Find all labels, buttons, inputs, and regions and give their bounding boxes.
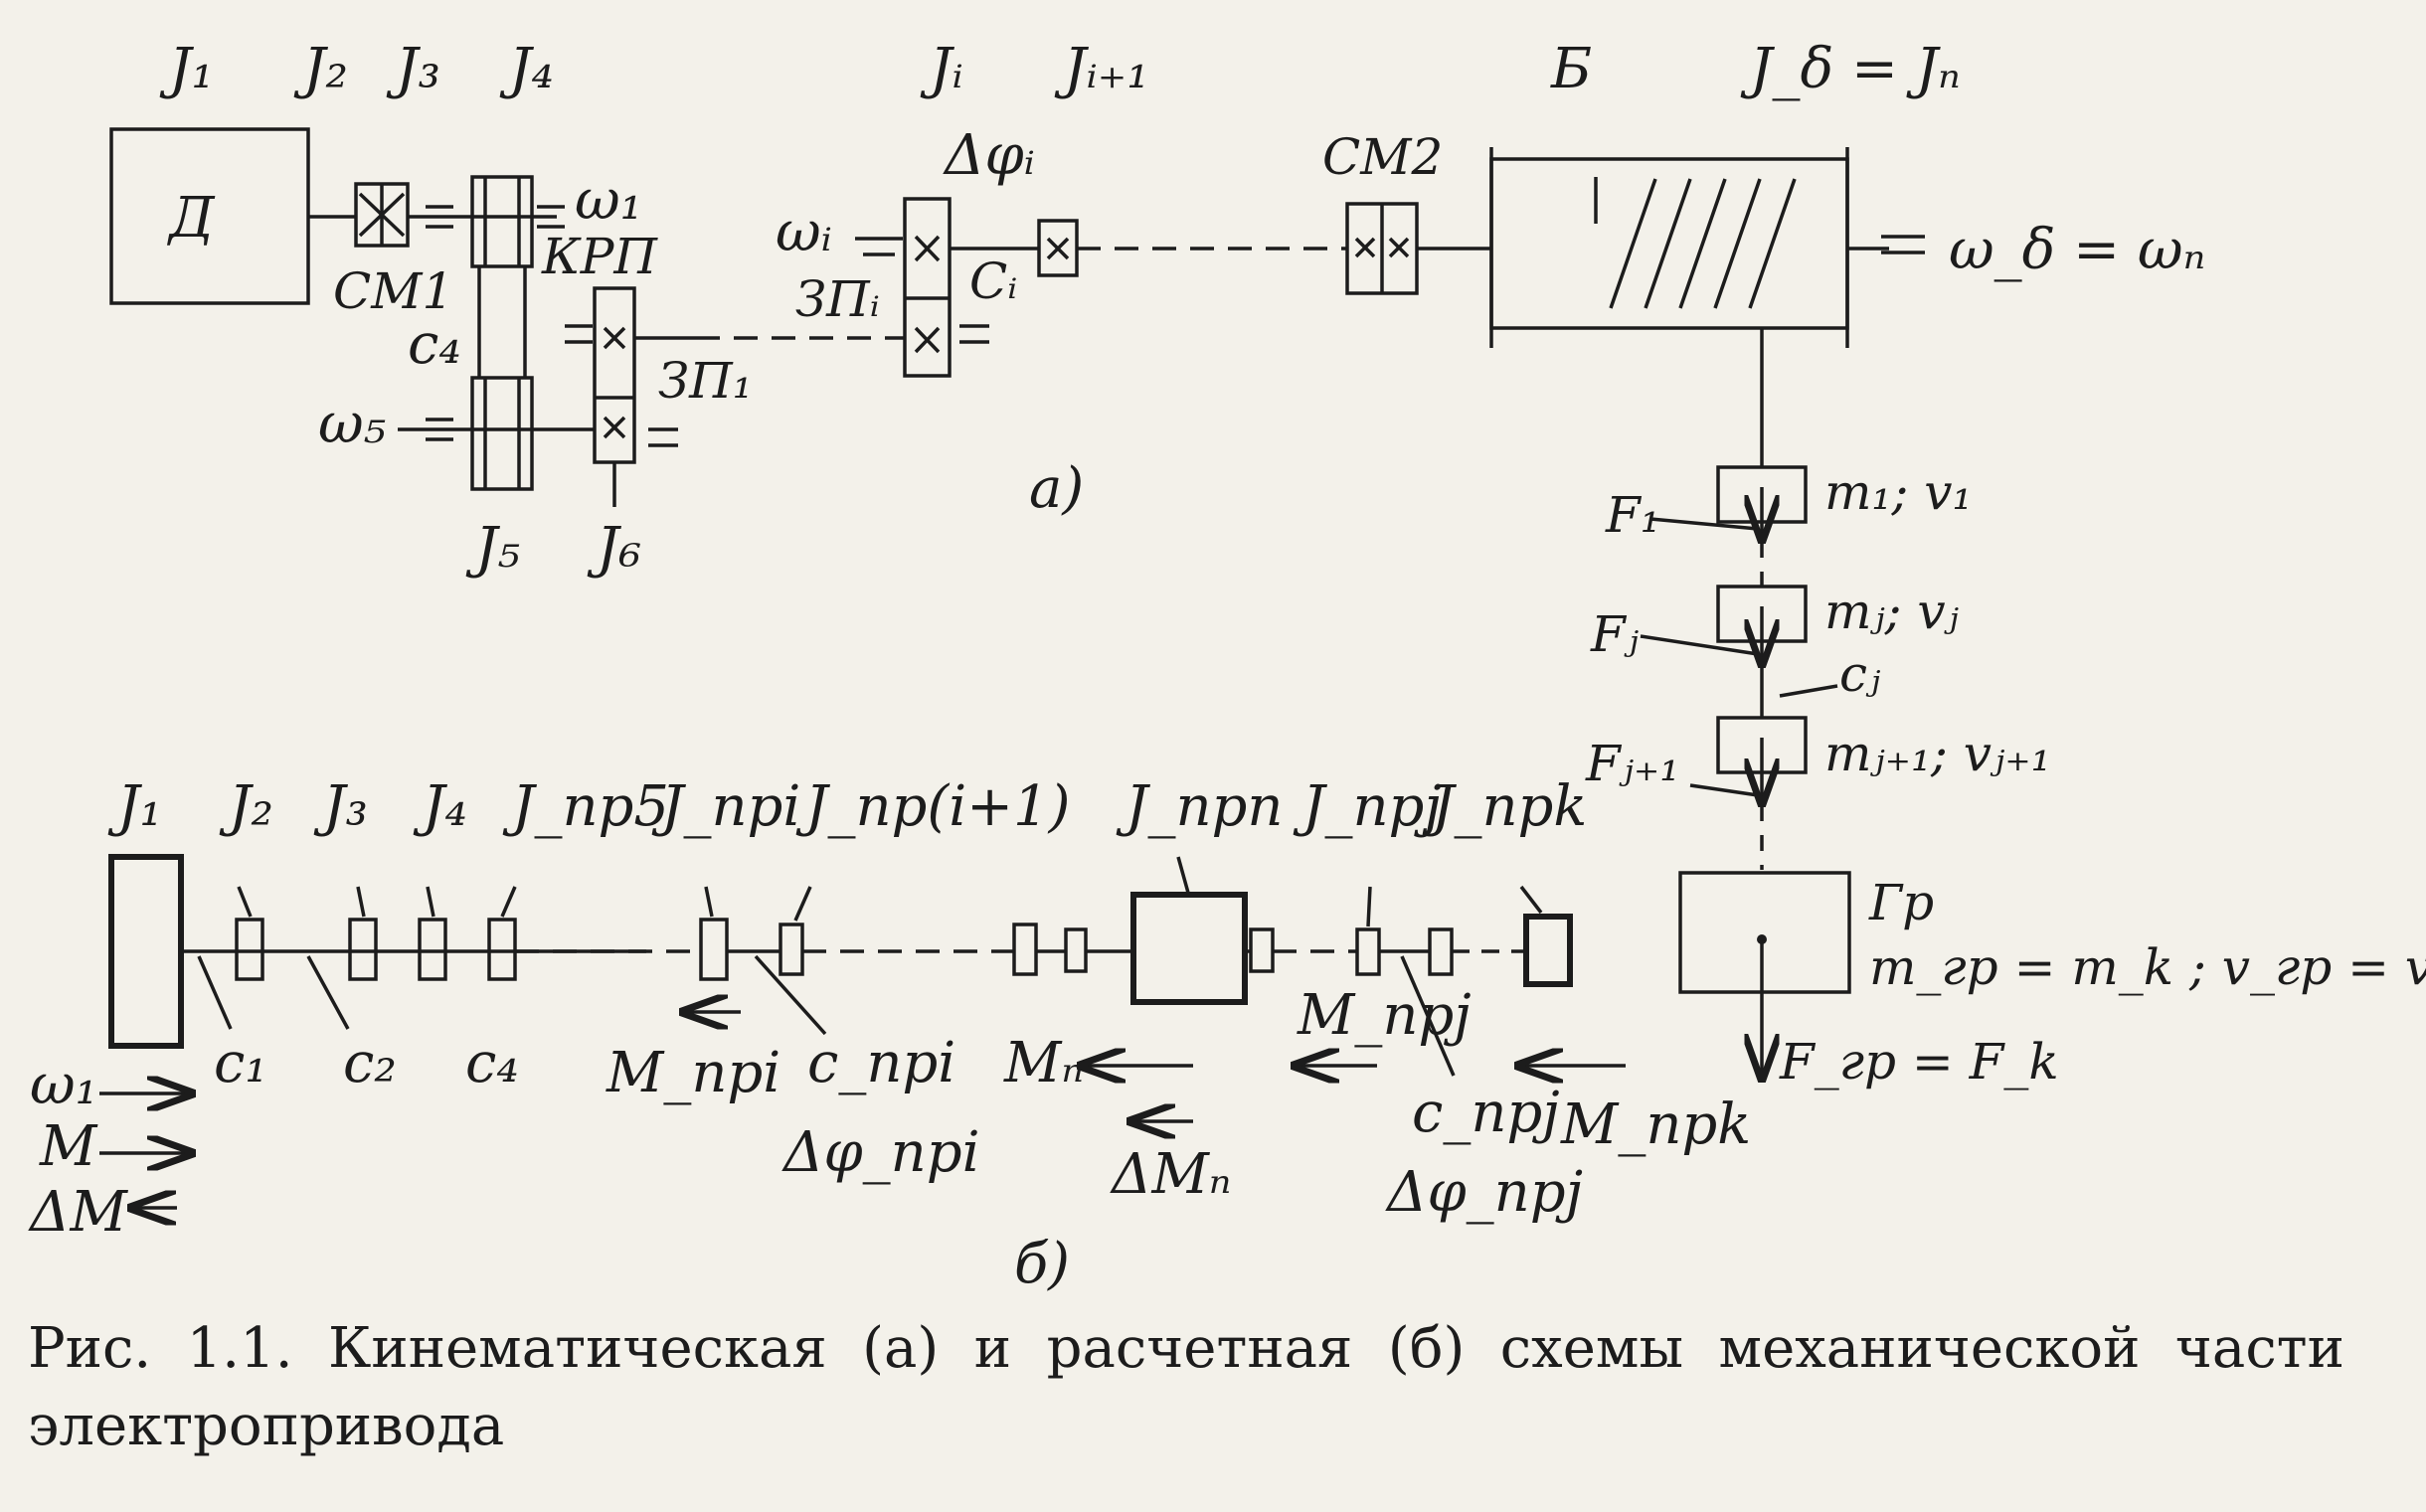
label-fj: Fⱼ bbox=[1590, 605, 1640, 663]
label-a: а) bbox=[1029, 456, 1084, 521]
label-j1: J₁ bbox=[159, 37, 214, 101]
label-c4: c₄ bbox=[408, 312, 461, 377]
label-gr: Гр bbox=[1868, 874, 1934, 931]
label-b-mpri: M_прi bbox=[606, 1041, 780, 1105]
label-b-jprk: J_прk bbox=[1422, 774, 1587, 839]
label-zp1: ЗП₁ bbox=[658, 352, 753, 410]
label-b-m: M bbox=[39, 1114, 98, 1179]
label-omega-delta: ω_δ = ωₙ bbox=[1949, 218, 2205, 282]
mass-j2 bbox=[235, 918, 264, 981]
label-b-c1: c₁ bbox=[214, 1031, 267, 1095]
mass-jpri1 bbox=[779, 923, 804, 976]
figure-caption: Рис. 1.1. Кинематическая (а) и расчетная… bbox=[28, 1316, 2344, 1458]
label-omegai: ωᵢ bbox=[776, 200, 832, 264]
mass-jpr5 bbox=[487, 918, 517, 981]
mass-j4 bbox=[418, 918, 447, 981]
gear-j6 bbox=[593, 286, 636, 464]
label-m1v1: m₁; v₁ bbox=[1824, 463, 1973, 521]
label-motor: Д bbox=[166, 186, 216, 251]
label-j3: J₃ bbox=[386, 37, 440, 101]
gear-ji bbox=[903, 197, 952, 378]
label-b-j1: J₁ bbox=[107, 774, 162, 839]
mass-jprk bbox=[1523, 914, 1573, 987]
label-b: б) bbox=[1014, 1232, 1070, 1296]
label-fj1: Fⱼ₊₁ bbox=[1585, 735, 1679, 792]
label-b: Б bbox=[1550, 37, 1592, 101]
mass-jprn bbox=[1130, 892, 1248, 1005]
label-omega5: ω₅ bbox=[318, 392, 386, 456]
label-b-jpr5: J_пр5 bbox=[502, 774, 669, 839]
label-ci: Cᵢ bbox=[969, 252, 1017, 310]
label-b-jpri: J_прi bbox=[651, 774, 800, 839]
label-b-dphiprj: Δφ_прj bbox=[1385, 1160, 1583, 1225]
label-ji: Jᵢ bbox=[920, 37, 963, 101]
label-cm2: СМ2 bbox=[1322, 128, 1443, 186]
label-b-mn: Mₙ bbox=[1003, 1031, 1084, 1095]
label-cm1: СМ1 bbox=[333, 262, 453, 320]
label-b-j3: J₃ bbox=[313, 774, 368, 839]
label-omega1: ω₁ bbox=[575, 168, 642, 233]
label-b-omega1: ω₁ bbox=[30, 1053, 97, 1117]
label-b-j4: J₄ bbox=[413, 774, 467, 839]
label-b-cpri: c_прi bbox=[807, 1031, 955, 1095]
pulley-j5 bbox=[470, 376, 534, 491]
label-j4: J₄ bbox=[499, 37, 554, 101]
label-zpi: ЗПᵢ bbox=[795, 270, 880, 328]
label-b-jprn: J_прn bbox=[1116, 774, 1283, 839]
label-krp: КРП bbox=[541, 228, 658, 285]
label-b-jprj: J_прj bbox=[1293, 774, 1442, 839]
label-j6: J₆ bbox=[587, 516, 641, 581]
label-ji1: Jᵢ₊₁ bbox=[1054, 37, 1149, 101]
label-dphii: Δφᵢ bbox=[943, 123, 1035, 188]
load-gr bbox=[1678, 871, 1851, 994]
label-fgr: F_гр = F_k bbox=[1779, 1033, 2059, 1091]
label-f1: F₁ bbox=[1605, 486, 1660, 544]
label-b-dm: ΔM bbox=[28, 1180, 128, 1245]
pulley-j4 bbox=[470, 175, 534, 268]
mass-j3 bbox=[348, 918, 378, 981]
label-j2: J₂ bbox=[293, 37, 348, 101]
diagram-b-labels: J₁ J₂ J₃ J₄ J_пр5 J_прi J_пр(i+1) J_прn … bbox=[28, 774, 1751, 1296]
label-cj: cⱼ bbox=[1839, 645, 1881, 703]
label-b-jpri1: J_пр(i+1) bbox=[795, 774, 1071, 839]
label-jdelta: J_δ = Jₙ bbox=[1740, 37, 1961, 101]
label-b-dmn: ΔMₙ bbox=[1110, 1142, 1231, 1207]
mass-jpri bbox=[699, 918, 729, 981]
diagram-b bbox=[99, 854, 1626, 1208]
mass-j1 bbox=[108, 854, 184, 1049]
label-j5: J₅ bbox=[465, 516, 520, 581]
label-b-mprk: M_прk bbox=[1560, 1092, 1751, 1157]
label-mjvj: mⱼ; vⱼ bbox=[1824, 583, 1960, 640]
diagram-a-labels: J₁ J₂ J₃ J₄ Jᵢ Jᵢ₊₁ Б J_δ = Jₙ Д СМ1 ω₁ … bbox=[159, 37, 2426, 1091]
label-b-c2: c₂ bbox=[343, 1031, 397, 1095]
label-b-mprj: M_прj bbox=[1297, 983, 1472, 1048]
label-mgr: m_гр = m_k ; v_гр = v_k bbox=[1869, 938, 2426, 996]
label-b-dphipri: Δφ_прi bbox=[781, 1120, 979, 1185]
drum-b bbox=[1489, 157, 1849, 330]
label-b-c4: c₄ bbox=[465, 1031, 519, 1095]
label-b-cprj: c_прj bbox=[1412, 1081, 1560, 1145]
label-b-j2: J₂ bbox=[219, 774, 273, 839]
label-mj1vj1: mⱼ₊₁; vⱼ₊₁ bbox=[1824, 725, 2051, 782]
diagram-a bbox=[109, 127, 1925, 1076]
mass-jprj bbox=[1355, 927, 1381, 976]
